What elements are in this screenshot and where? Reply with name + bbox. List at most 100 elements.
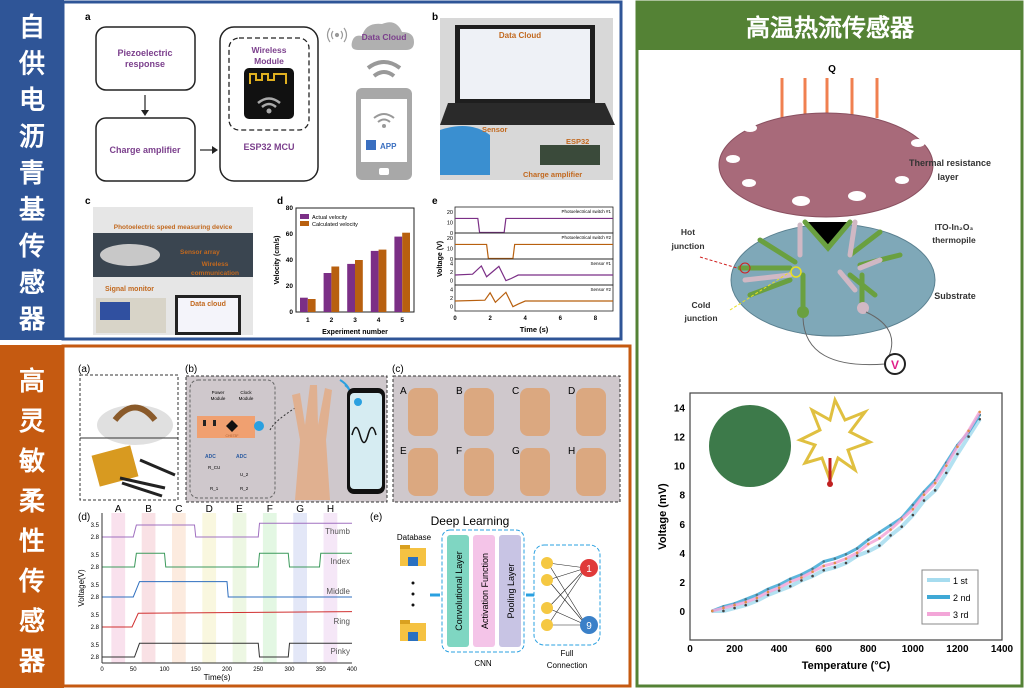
gesture-band — [323, 513, 338, 663]
data-point — [811, 574, 814, 578]
x-tick-label: 400 — [347, 667, 358, 673]
title-char: 器 — [18, 305, 46, 335]
data-point — [866, 550, 870, 553]
legend-swatch — [300, 221, 309, 226]
finger-label: Thumb — [325, 527, 350, 536]
x-tick-label: 1400 — [991, 644, 1014, 655]
circuit-label: R_1 — [210, 486, 219, 491]
charge-amp-label: Charge amplifier — [109, 145, 181, 155]
cloud-icon — [351, 22, 414, 50]
module-label: Power — [212, 390, 225, 395]
x-tick-label: 2 — [488, 316, 492, 322]
y-tick-label: 3.5 — [91, 523, 100, 529]
data-point — [833, 566, 837, 569]
photo-label: Sensor — [482, 125, 508, 134]
module-label: Module — [211, 396, 226, 401]
y-tick-label: 20 — [286, 283, 294, 290]
band-label: C — [175, 504, 182, 515]
data-point — [878, 544, 881, 547]
conv-layer-block — [447, 535, 469, 647]
title-char: 性 — [19, 527, 45, 557]
conv-layer-label: Convolutional Layer — [454, 551, 464, 631]
hand-gesture-photo — [520, 388, 550, 436]
data-point — [744, 598, 748, 601]
gesture-band — [262, 513, 277, 663]
finger-label: Ring — [334, 617, 350, 626]
signal-line — [455, 243, 613, 260]
x-tick-label: 300 — [284, 667, 295, 673]
bar — [355, 260, 363, 312]
panel-label: e — [432, 196, 438, 207]
y-tick-label: 12 — [674, 433, 686, 444]
series-label: Photoelectrical switch #1 — [561, 209, 611, 214]
x-tick-label: 5 — [400, 317, 404, 324]
y-tick-label: 14 — [674, 404, 686, 415]
y-tick-label: 3.5 — [91, 583, 100, 589]
y-tick-label: 20 — [447, 236, 453, 242]
gesture-band — [232, 513, 247, 663]
data-point — [811, 570, 814, 574]
title-char: 自 — [19, 12, 45, 43]
hand-gesture-photo — [576, 388, 606, 436]
gesture-band — [202, 513, 217, 663]
speed-measuring-photo — [93, 207, 253, 335]
x-tick-label: 1200 — [946, 644, 969, 655]
title-char: 供 — [18, 50, 45, 80]
wireless-glove-system — [185, 375, 388, 503]
data-point — [889, 528, 892, 531]
data-point — [911, 503, 915, 507]
data-point — [889, 534, 892, 537]
x-tick-label: 0 — [453, 316, 457, 322]
gesture-band — [293, 513, 307, 663]
photo-label: Sensor array — [180, 249, 220, 256]
data-point — [956, 452, 959, 456]
data-point — [777, 589, 781, 592]
title-char: 传 — [18, 232, 45, 262]
wifi-icon — [366, 60, 402, 78]
heat-arrows — [780, 78, 879, 118]
data-point — [800, 573, 803, 576]
laptop-setup-photo — [440, 18, 615, 180]
photo-label: Data Cloud — [499, 31, 541, 40]
sensor-photo-inset — [709, 405, 791, 487]
data-point — [922, 499, 926, 502]
thermopile-legs — [737, 219, 903, 313]
y-tick-label: 10 — [447, 247, 453, 253]
y-tick-label: 20 — [447, 210, 453, 216]
signal-line — [455, 217, 613, 234]
finger-signal-line — [102, 522, 352, 538]
data-point — [777, 586, 781, 589]
phone-icon — [356, 88, 412, 180]
cnn-label: CNN — [474, 659, 492, 668]
x-axis-title: Time (s) — [520, 325, 549, 334]
y-axis-title: Voltage(V) — [77, 569, 86, 607]
data-point — [878, 531, 881, 534]
data-point — [933, 481, 937, 485]
data-point — [788, 580, 792, 584]
circuit-label: R_2 — [240, 486, 249, 491]
data-point — [710, 609, 714, 613]
y-tick-label: 80 — [286, 205, 294, 212]
y-tick-label: 2.8 — [91, 535, 100, 541]
x-tick-label: 50 — [130, 667, 137, 673]
data-point — [766, 587, 770, 591]
x-tick-label: 350 — [316, 667, 327, 673]
data-point — [800, 576, 803, 579]
title-char: 沥 — [19, 123, 45, 153]
data-point — [855, 547, 859, 550]
band-label: G — [296, 504, 304, 515]
panel-label: (b) — [185, 364, 197, 375]
gesture-label: D — [568, 386, 575, 397]
panel-label: d — [277, 196, 283, 207]
data-point — [766, 590, 770, 594]
band-label: B — [145, 504, 152, 515]
plot-frame — [689, 392, 1003, 641]
circuit-label: R_CU — [208, 465, 220, 470]
diagram-label: layer — [937, 172, 959, 182]
y-tick-label: 40 — [286, 257, 294, 264]
y-tick-label: 10 — [447, 221, 453, 227]
section-title-bar — [0, 345, 64, 688]
panel-label: b — [432, 12, 438, 23]
